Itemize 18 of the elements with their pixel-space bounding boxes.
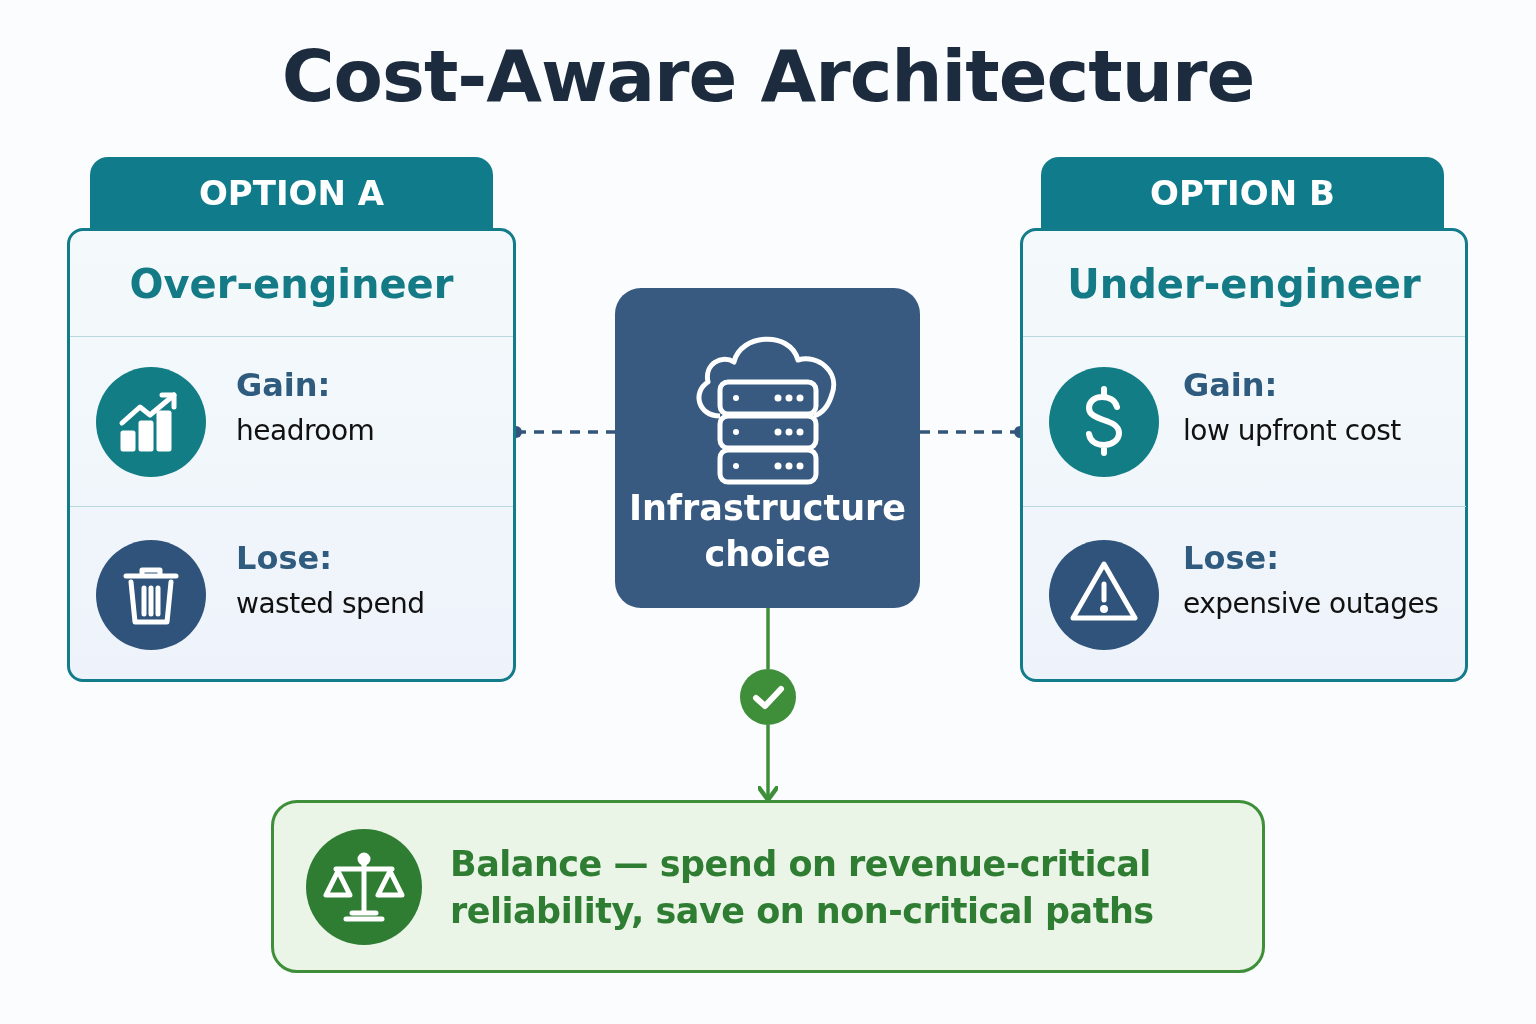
trade-off-label: Gain: (236, 365, 331, 404)
outcome-text: Balance — spend on revenue-critical reliability, save on non-critical paths (450, 843, 1155, 934)
option-tab: OPTION A (90, 157, 493, 229)
trade-off-label: Lose: (236, 539, 332, 577)
option-heading: Over-engineer (70, 231, 513, 337)
trade-off-text: low upfront cost (1183, 413, 1401, 447)
option-heading: Under-engineer (1023, 231, 1465, 337)
trade-off-label: Lose: (1183, 539, 1279, 577)
option-tab: OPTION B (1041, 157, 1444, 229)
trade-off-label: Gain: (1183, 365, 1278, 404)
check-circle (740, 669, 796, 725)
outcome-box (271, 800, 1265, 973)
trade-off-text: expensive outages (1183, 587, 1439, 620)
trade-off-text: headroom (236, 413, 375, 447)
choice-box (615, 288, 920, 608)
trade-off-text: wasted spend (236, 587, 425, 620)
diagram-title: Cost-Aware Architecture (280, 34, 1256, 118)
choice-label: Infrastructure choice (627, 487, 908, 576)
